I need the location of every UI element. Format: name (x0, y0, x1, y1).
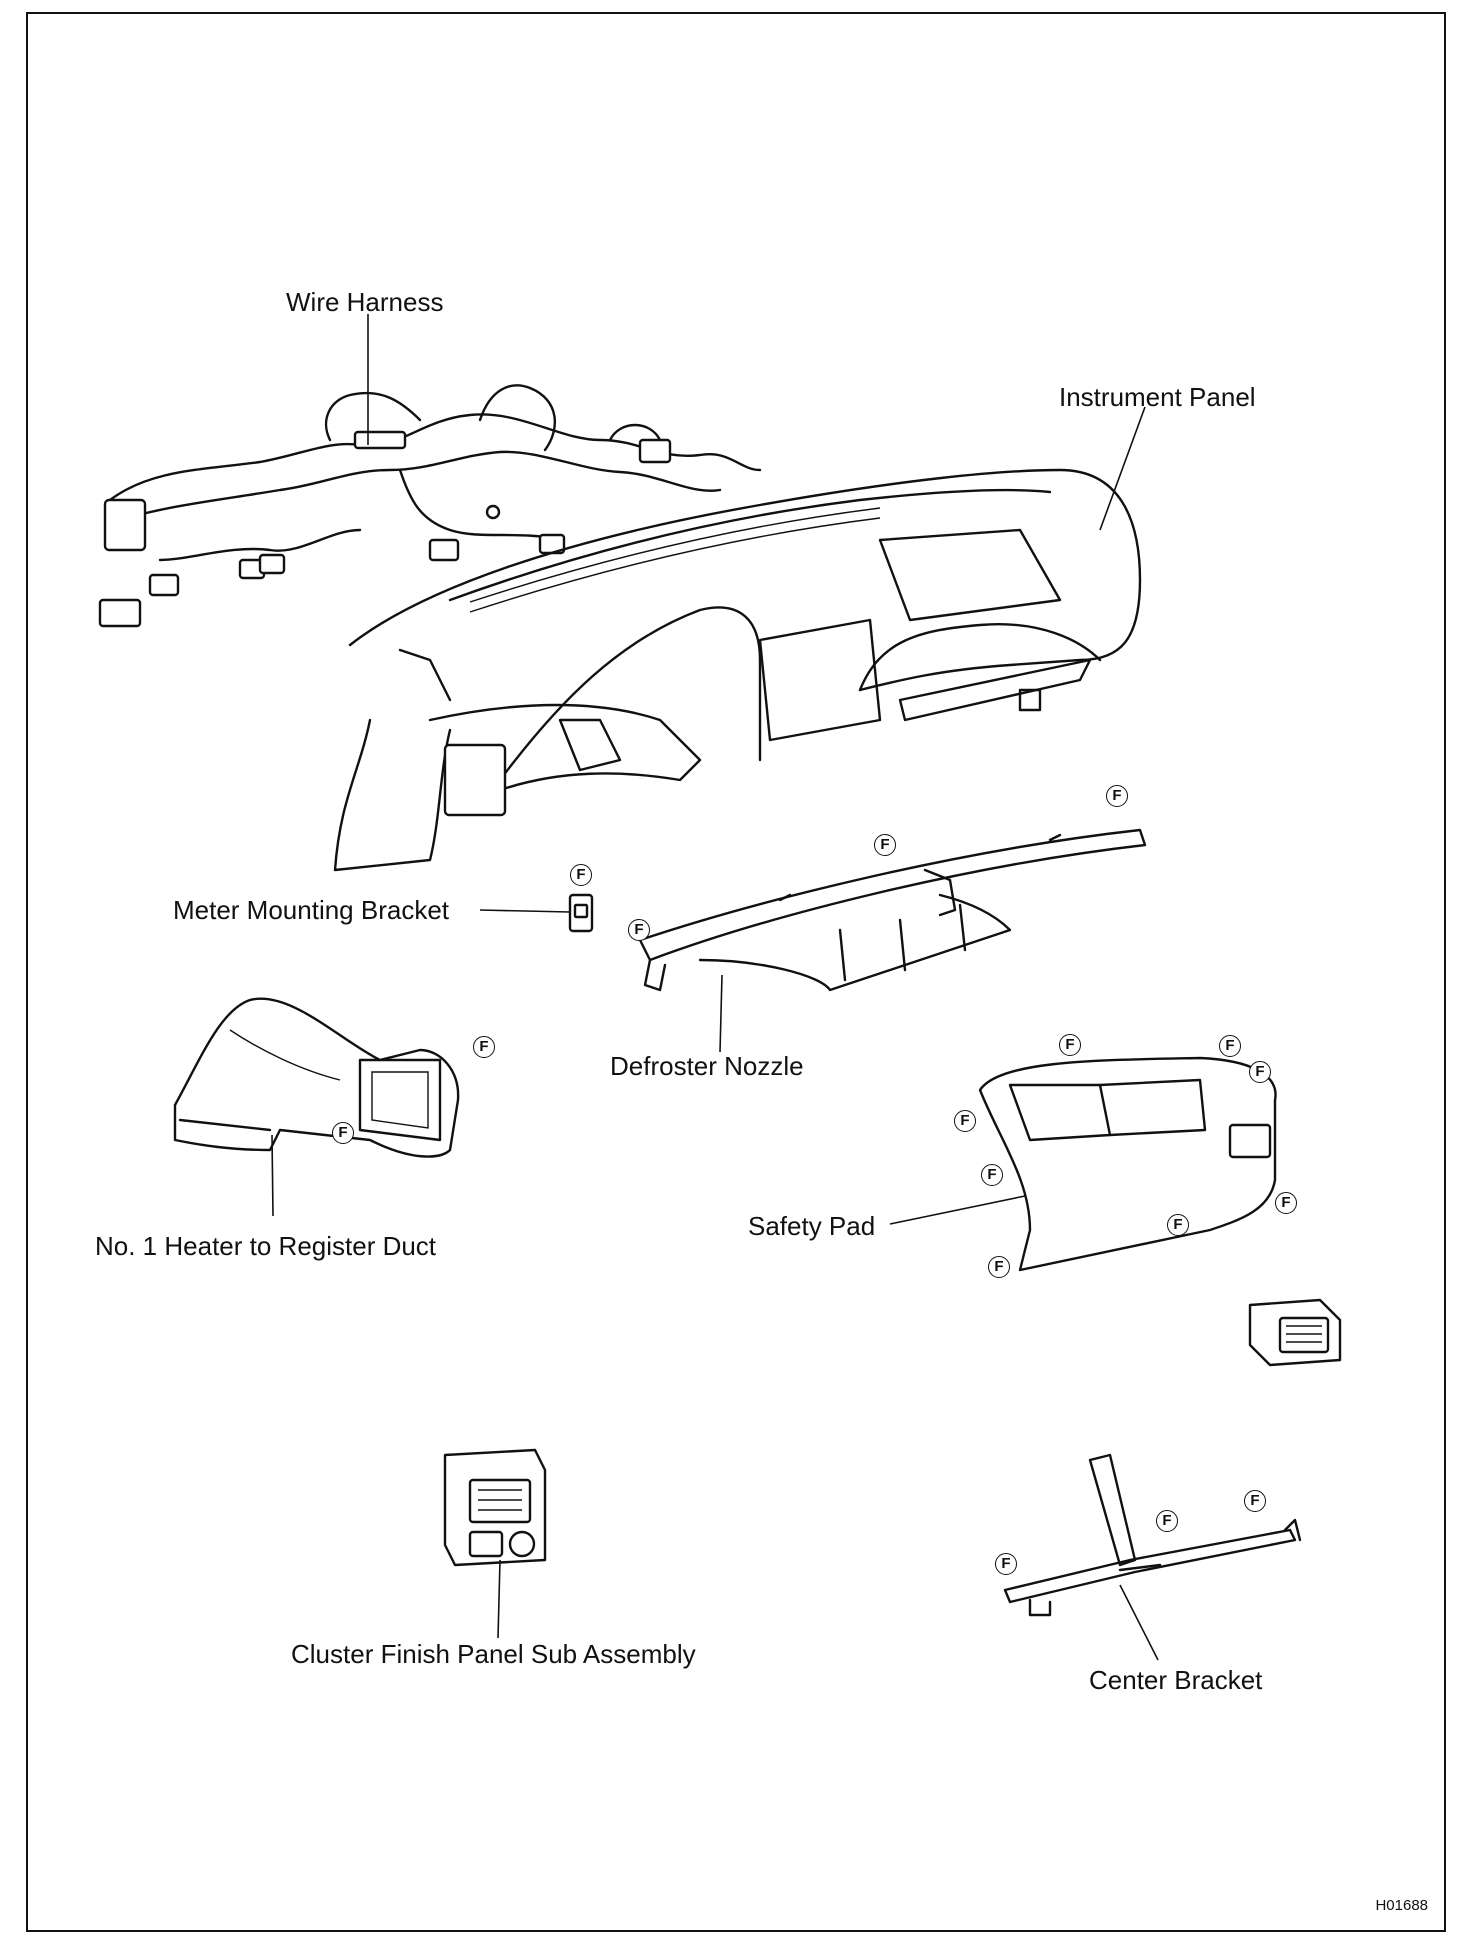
fastener-marker: F (1275, 1192, 1297, 1214)
center-bracket-label: Center Bracket (1089, 1665, 1263, 1695)
instrument-panel-label: Instrument Panel (1059, 382, 1256, 412)
meter-mounting-bracket-label: Meter Mounting Bracket (173, 895, 450, 925)
instrument-panel-drawing (333, 468, 1142, 872)
fastener-marker: F (1156, 1510, 1178, 1532)
fastener-marker: F (874, 834, 896, 856)
fastener-marker: F (988, 1256, 1010, 1278)
fastener-marker: F (1244, 1490, 1266, 1512)
wire-harness-label: Wire Harness (286, 287, 444, 317)
diagram-frame (26, 12, 1446, 1932)
figure-code: H01688 (1375, 1897, 1428, 1914)
defroster-nozzle-drawing (638, 828, 1147, 992)
defroster-nozzle-label: Defroster Nozzle (610, 1051, 804, 1081)
leader-lines (271, 314, 1159, 1661)
heater-duct-label: No. 1 Heater to Register Duct (95, 1231, 437, 1261)
cluster-finish-panel-drawing (443, 1448, 547, 1567)
fastener-marker: F (473, 1036, 495, 1058)
meter-mounting-bracket-drawing (568, 893, 594, 933)
fastener-marker: F (332, 1122, 354, 1144)
cluster-finish-panel-label: Cluster Finish Panel Sub Assembly (291, 1639, 696, 1669)
fastener-marker: F (1249, 1061, 1271, 1083)
center-bracket-drawing (1003, 1453, 1302, 1617)
fastener-marker: F (954, 1110, 976, 1132)
fastener-marker: F (995, 1553, 1017, 1575)
fastener-marker: F (1106, 785, 1128, 807)
safety-pad-drawing (978, 1056, 1277, 1272)
safety-pad-label: Safety Pad (748, 1211, 876, 1241)
fastener-marker: F (1219, 1035, 1241, 1057)
fastener-marker: F (981, 1164, 1003, 1186)
fastener-marker: F (1059, 1034, 1081, 1056)
heater-duct-drawing (173, 997, 460, 1158)
side-register-drawing (1248, 1298, 1342, 1367)
fastener-marker: F (1167, 1214, 1189, 1236)
fastener-marker: F (570, 864, 592, 886)
fastener-marker: F (628, 919, 650, 941)
wire-harness-drawing (98, 384, 762, 628)
